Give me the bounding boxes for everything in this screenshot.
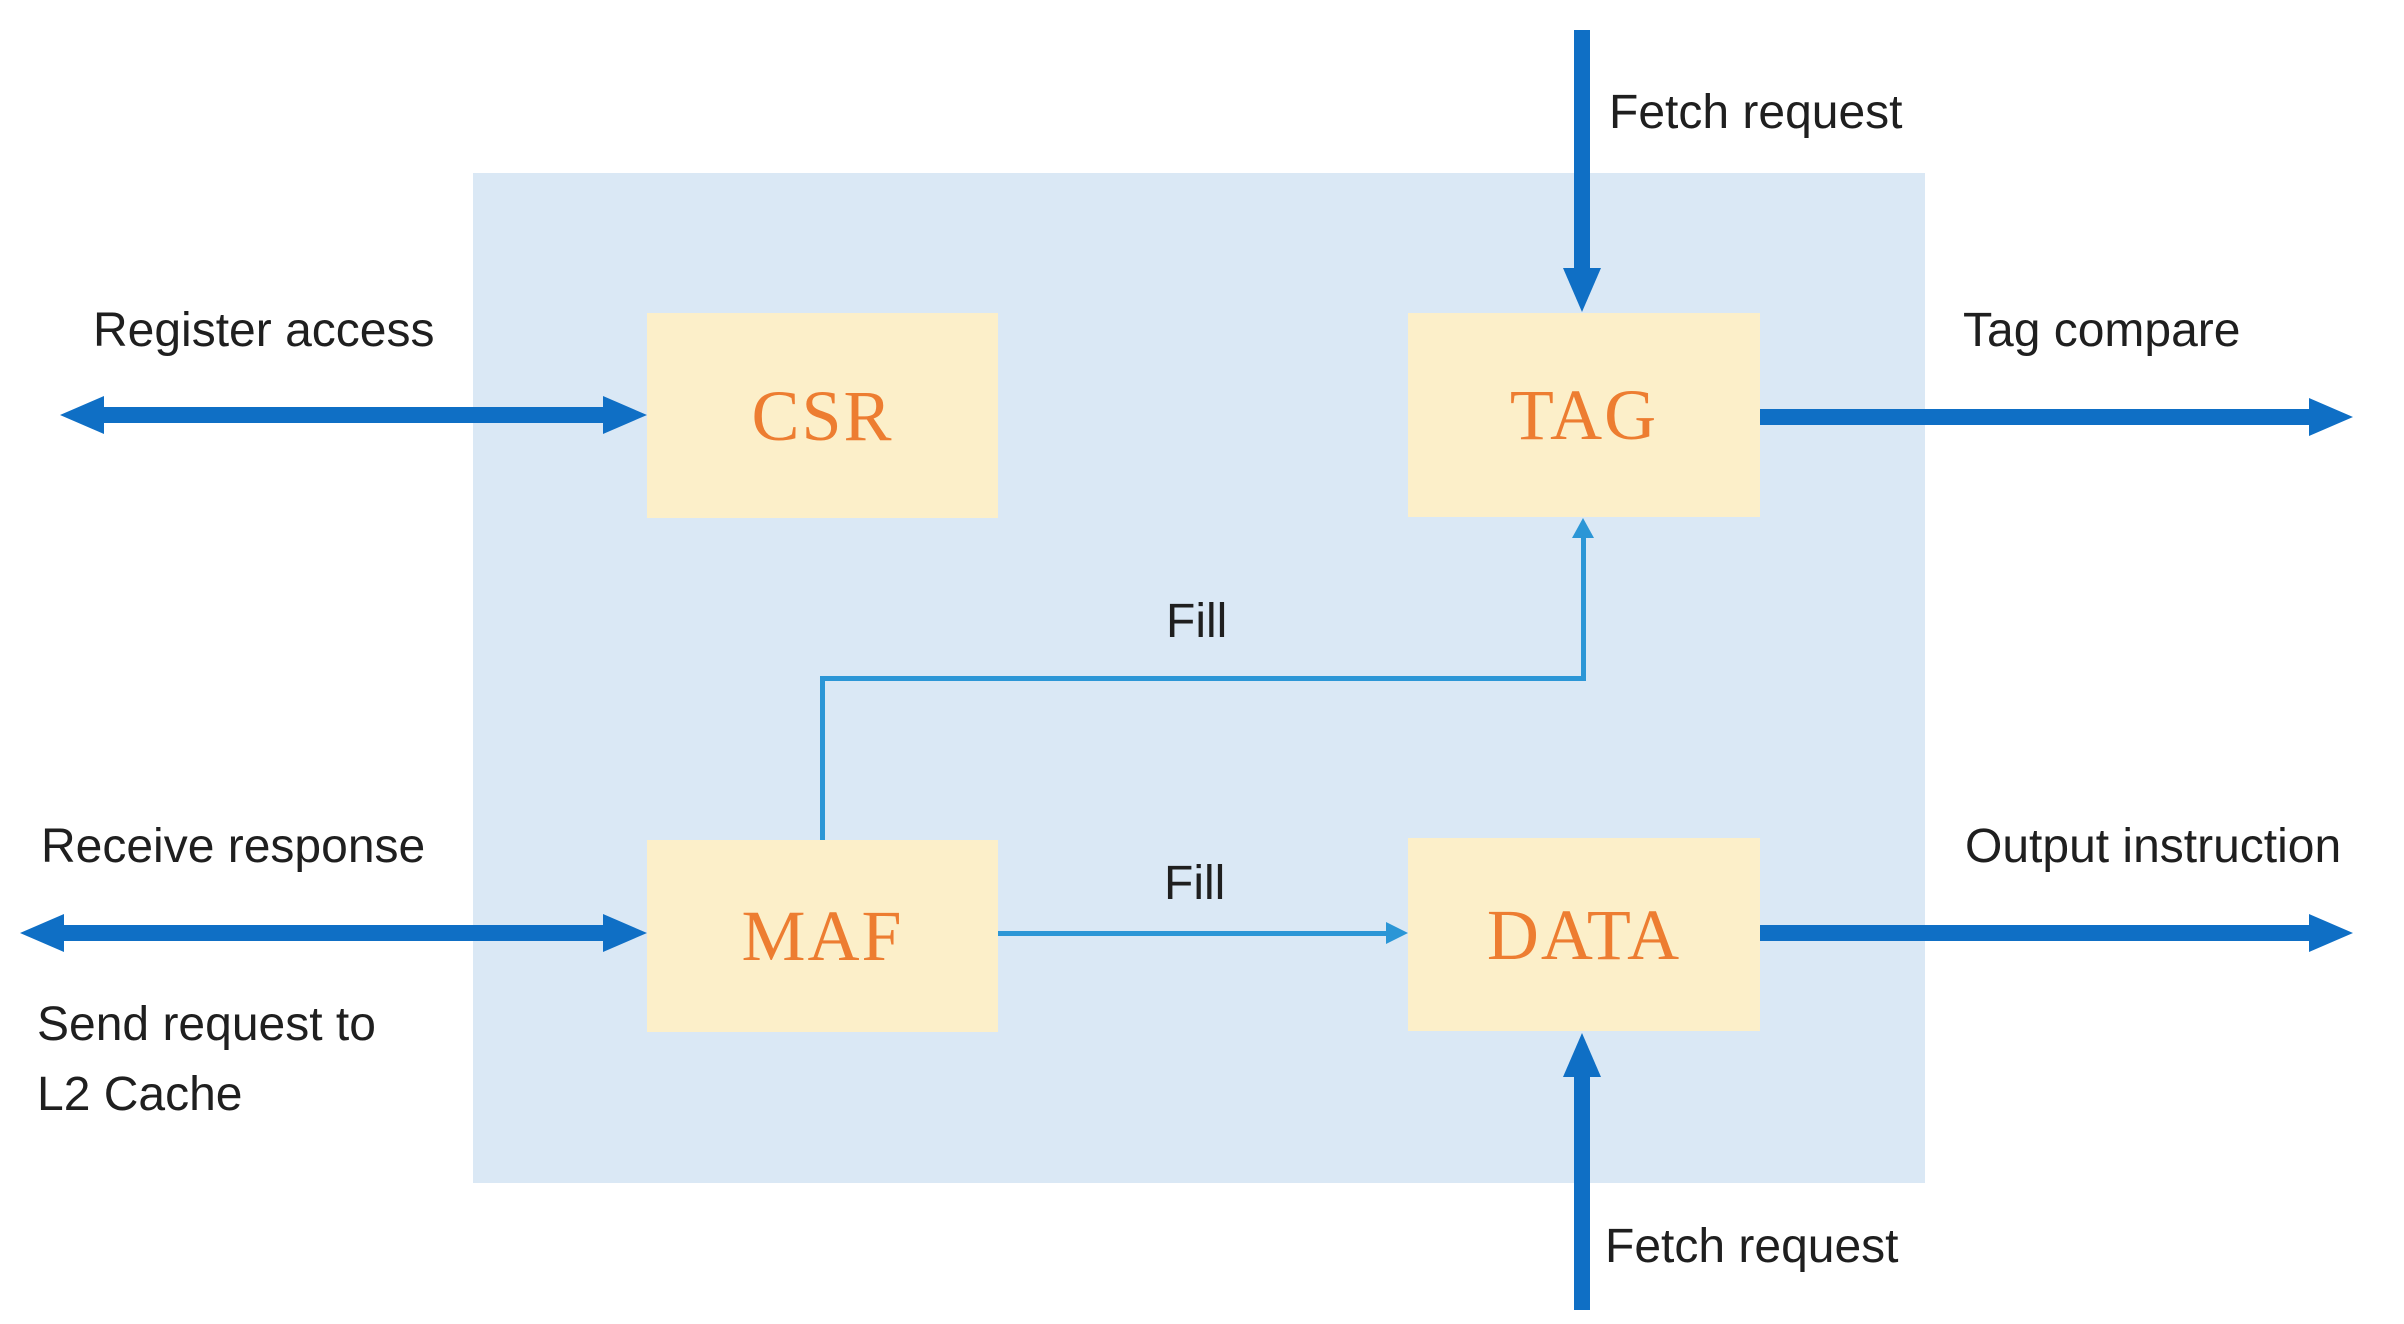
tag-block-label: TAG — [1509, 375, 1659, 455]
register-access-arrow-shaft — [96, 407, 611, 423]
fetch-request-bottom-arrow — [1563, 1033, 1601, 1310]
csr-block: CSR — [647, 313, 998, 518]
arrow-head-right-icon — [603, 396, 647, 434]
fetch-request-top-arrow-shaft — [1574, 30, 1590, 274]
arrow-head-right-icon — [2309, 914, 2353, 952]
fetch-request-top-label: Fetch request — [1609, 86, 1903, 139]
maf-block: MAF — [647, 840, 998, 1032]
output-instruction-arrow-shaft — [1760, 925, 2315, 941]
receive-send-arrow — [20, 914, 647, 952]
arrow-head-down-icon — [1563, 268, 1601, 312]
fill-connector-vertical-segment — [820, 676, 825, 840]
fetch-request-bottom-arrow-shaft — [1574, 1073, 1590, 1310]
fill-connector-horizontal-segment — [820, 676, 1586, 681]
send-request-l2-label: Send request to L2 Cache — [37, 990, 376, 1130]
fill-upper-label: Fill — [1166, 595, 1228, 648]
send-request-l2-label-line1: Send request to — [37, 998, 376, 1051]
thin-arrow-head-up-icon — [1572, 518, 1594, 538]
fetch-request-bottom-label: Fetch request — [1605, 1220, 1899, 1273]
arrow-head-right-icon — [2309, 398, 2353, 436]
thin-arrow-head-right-icon — [1386, 922, 1408, 944]
register-access-label: Register access — [93, 304, 435, 357]
maf-block-label: MAF — [741, 896, 904, 976]
fetch-request-top-arrow — [1563, 30, 1601, 312]
output-instruction-label: Output instruction — [1965, 820, 2342, 873]
send-request-l2-label-line2: L2 Cache — [37, 1068, 243, 1121]
csr-block-label: CSR — [751, 375, 894, 456]
data-block-label: DATA — [1486, 894, 1682, 975]
arrow-head-right-icon — [603, 914, 647, 952]
tag-compare-arrow — [1760, 398, 2353, 436]
fill-connector-horizontal-segment — [998, 931, 1386, 936]
arrow-head-up-icon — [1563, 1033, 1601, 1077]
output-instruction-arrow — [1760, 914, 2353, 952]
receive-response-label: Receive response — [41, 820, 426, 873]
tag-compare-arrow-shaft — [1760, 409, 2315, 425]
receive-send-arrow-shaft — [56, 925, 611, 941]
register-access-arrow — [60, 396, 647, 434]
tag-compare-label: Tag compare — [1963, 304, 2241, 357]
fill-connector-vertical-segment — [1581, 536, 1586, 681]
tag-block: TAG — [1408, 313, 1760, 517]
fill-lower-label: Fill — [1164, 857, 1226, 910]
data-block: DATA — [1408, 838, 1760, 1031]
